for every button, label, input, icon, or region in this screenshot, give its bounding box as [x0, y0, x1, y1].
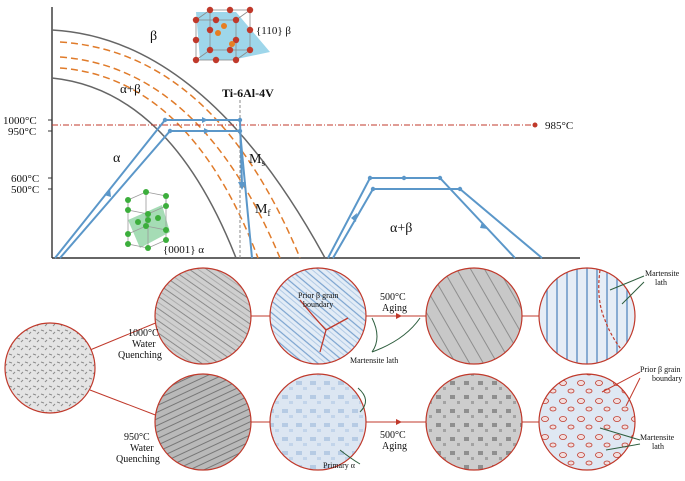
arrow-aging-top: [396, 313, 402, 319]
alloy-label: Ti-6Al-4V: [222, 86, 274, 100]
prior-beta-top-label: Prior β grain boundary: [298, 291, 341, 309]
aging-node-3: [437, 175, 443, 181]
region-beta-label: β: [150, 29, 157, 44]
aging-arrow-2: [480, 222, 488, 229]
beta-plane-label: {110} β: [256, 25, 291, 37]
schematic-950-aged: [539, 374, 635, 470]
micrograph-950-quenched: [155, 374, 251, 470]
temp-950-label: 950°C: [8, 126, 36, 138]
beta-bcc-cell: [192, 6, 270, 64]
temp-500-label: 500°C: [11, 184, 39, 196]
aging-arrow-1: [351, 213, 357, 222]
ref-line-985-end: [532, 122, 538, 128]
dashed-curve-3: [59, 67, 259, 259]
alpha-hcp-cell: [125, 189, 170, 251]
micrograph-1000-aged: [426, 268, 522, 364]
beta-transus-curve: [51, 29, 326, 259]
dashed-curve-2: [59, 56, 281, 259]
schematic-1000-aged: [539, 268, 635, 364]
heat-path-node-4: [237, 128, 243, 134]
heat-path-arrow-right-2: [204, 128, 210, 134]
region-alpha-beta-label: α+β: [120, 81, 141, 96]
micrograph-1000-quenched: [155, 268, 251, 364]
micrograph-950-aged: [426, 374, 522, 470]
arrow-aging-bottom: [396, 419, 402, 425]
primary-alpha-leader: [339, 387, 366, 465]
primary-alpha-label: Primary α: [323, 461, 356, 470]
aging-node-5: [457, 186, 463, 192]
aging-path-500: [332, 188, 543, 259]
temp-1000-label: 1000°C: [3, 115, 37, 127]
process-bottom-label: 950°C Water Quenching: [116, 432, 160, 465]
temp-985-label: 985°C: [545, 120, 573, 132]
aging-bottom-label: 500°C Aging: [380, 430, 408, 452]
heat-path-node-2: [237, 117, 243, 123]
aging-node-4: [370, 186, 376, 192]
heat-path-arrow-down: [238, 182, 246, 190]
alpha-plane-label: {0001} α: [163, 244, 204, 256]
mf-label: Mf: [255, 202, 270, 218]
aging-node-1: [367, 175, 373, 181]
prior-beta-bottom-right-leader: [601, 371, 641, 407]
heat-path-node-1: [162, 117, 168, 123]
aging-node-2: [401, 175, 407, 181]
schematic-950-quenched: [270, 374, 366, 470]
martensite-bottom-right-leader: [599, 427, 641, 451]
heat-path-arrow-right-1: [202, 117, 208, 123]
martensite-top-right-leader: [609, 275, 645, 305]
martensite-lath-leader: [371, 317, 421, 353]
region-alpha-beta-aging-label: α+β: [390, 221, 412, 236]
heat-path-node-3: [167, 128, 173, 134]
prior-beta-bottom-right-label: Prior β grain boundary: [640, 365, 683, 383]
aging-top-label: 500°C Aging: [380, 292, 408, 314]
ms-label: Ms: [249, 152, 265, 168]
martensite-lath-mid-label: Martensite lath: [350, 356, 398, 365]
micrograph-initial: [5, 323, 95, 413]
temp-600-label: 600°C: [11, 173, 39, 185]
process-top-label: 1000°C Water Quenching: [118, 328, 162, 361]
heat-path-arrow-up: [104, 188, 111, 197]
martensite-bottom-right-label: Martensite lath: [640, 433, 676, 451]
martensite-top-right-label: Martensite lath: [645, 269, 681, 287]
region-alpha-label: α: [113, 151, 121, 166]
schematic-1000-quenched: [270, 268, 366, 364]
